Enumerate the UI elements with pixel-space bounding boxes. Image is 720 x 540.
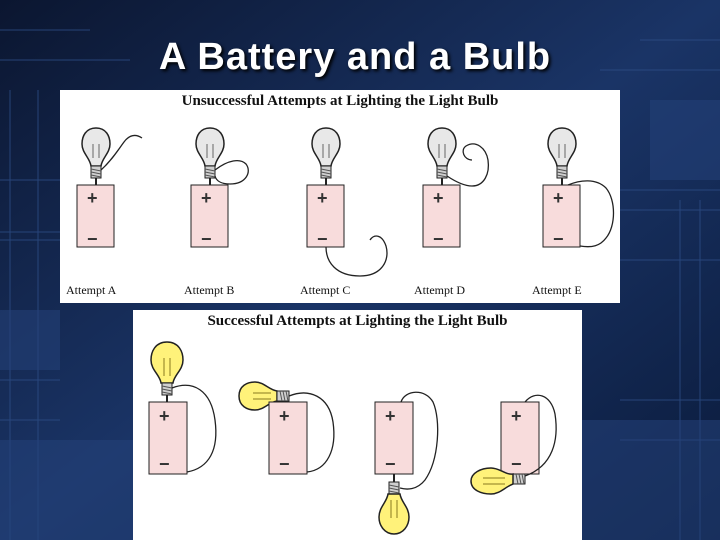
battery-minus-terminal: − [511,454,522,474]
bulb-lit-icon [378,493,410,535]
wire [446,143,490,187]
successful-attempts-panel: Successful Attempts at Lighting the Ligh… [133,310,582,540]
success-4-illustration: + − [470,394,557,495]
attempt-label: Attempt D [414,283,465,297]
attempt-c-illustration: + − [306,127,388,277]
attempt-e-illustration: + − [542,127,615,249]
battery-icon [190,184,229,248]
battery-plus-terminal: + [433,188,444,208]
battery-plus-terminal: + [317,188,328,208]
battery-icon [422,184,461,248]
wire [325,235,388,277]
successful-diagram: + − + − + − [148,341,557,535]
wire [524,394,557,477]
bulb-lit-icon [470,467,514,495]
attempt-label: Attempt E [532,283,582,297]
battery-minus-terminal: − [201,229,212,249]
bulb-unlit-icon [547,127,577,167]
battery-minus-terminal: − [553,229,564,249]
attempt-d-illustration: + − [422,127,490,249]
battery-plus-terminal: + [279,406,290,426]
bulb-lit-icon [150,341,184,384]
wire [399,391,439,490]
attempt-label: Attempt A [66,283,117,297]
attempt-label: Attempt C [300,283,351,297]
bulb-unlit-icon [195,127,225,167]
battery-plus-terminal: + [553,188,564,208]
success-3-illustration: + − [374,391,439,535]
successful-heading: Successful Attempts at Lighting the Ligh… [207,313,508,329]
battery-icon [374,401,414,475]
battery-minus-terminal: − [385,454,396,474]
wire [100,134,143,171]
battery-plus-terminal: + [201,188,212,208]
battery-plus-terminal: + [87,188,98,208]
bulb-unlit-icon [81,127,111,167]
wire [288,392,335,473]
battery-minus-terminal: − [279,454,290,474]
battery-plus-terminal: + [159,406,170,426]
slide-title: A Battery and a Bulb [158,36,552,78]
unsuccessful-heading: Unsuccessful Attempts at Lighting the Li… [181,93,499,109]
battery-icon [268,401,308,475]
wire [171,384,217,473]
battery-icon [306,184,345,248]
battery-minus-terminal: − [159,454,170,474]
success-2-illustration: + − [238,381,335,475]
attempt-a-illustration: + − [76,127,143,249]
attempt-label: Attempt B [184,283,235,297]
unsuccessful-diagram: + − + − + − [76,127,615,277]
battery-plus-terminal: + [511,406,522,426]
unsuccessful-attempts-panel: Unsuccessful Attempts at Lighting the Li… [60,90,620,303]
wire [567,180,615,248]
battery-icon [500,401,540,475]
battery-minus-terminal: − [433,229,444,249]
bulb-unlit-icon [311,127,341,167]
success-1-illustration: + − [148,341,217,475]
battery-icon [76,184,115,248]
battery-icon [542,184,581,248]
battery-minus-terminal: − [317,229,328,249]
battery-icon [148,401,188,475]
battery-plus-terminal: + [385,406,396,426]
wire [214,159,249,185]
bulb-unlit-icon [427,127,457,167]
battery-minus-terminal: − [87,229,98,249]
attempt-b-illustration: + − [190,127,249,249]
